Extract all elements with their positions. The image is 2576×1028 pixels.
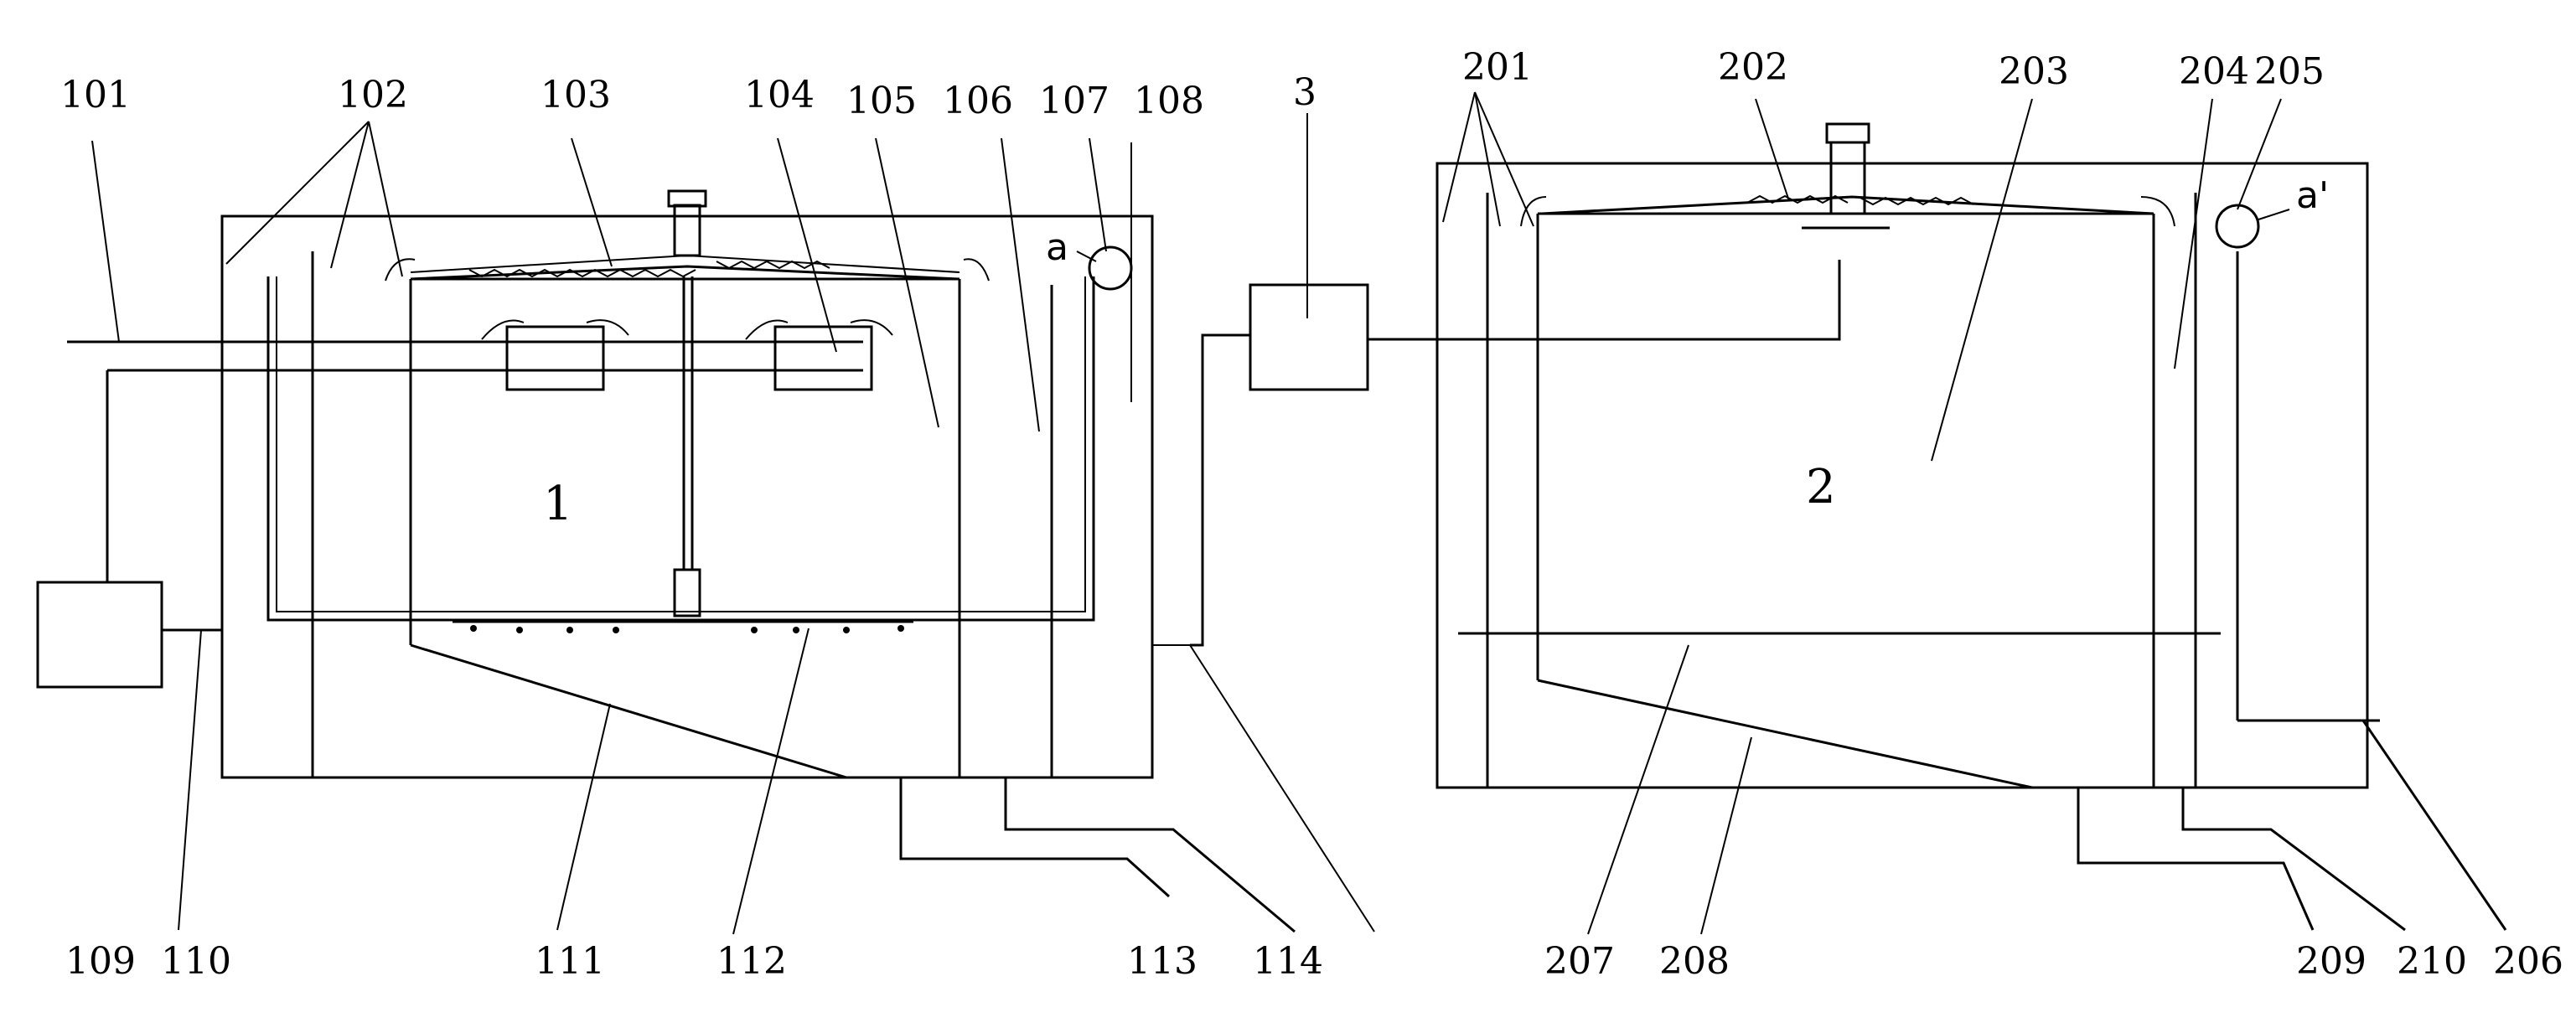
tank-2-label: 2 bbox=[1806, 460, 1836, 514]
outlet-114 bbox=[1004, 777, 1296, 933]
tank-2-assembly bbox=[1435, 91, 2507, 935]
flow-arrow bbox=[1520, 196, 1547, 227]
tank-1-outer-wall bbox=[220, 214, 1154, 779]
label-201: 201 bbox=[1462, 46, 1533, 89]
reference-labels: 101 102 103 104 105 106 107 108 109 110 … bbox=[60, 46, 2563, 983]
tank-1-u-pipe-outer bbox=[266, 276, 1095, 622]
label-3: 3 bbox=[1293, 71, 1316, 114]
label-112: 112 bbox=[716, 940, 787, 983]
tank-2-scraper-bridge bbox=[1541, 195, 2154, 215]
flow-arrow bbox=[385, 258, 416, 282]
label-207: 207 bbox=[1544, 940, 1615, 983]
tank-2-sloped-bottom bbox=[1537, 679, 2033, 789]
label-101: 101 bbox=[60, 74, 131, 116]
label-a-prime: a' bbox=[2296, 174, 2329, 217]
label-105: 105 bbox=[846, 80, 917, 122]
flow-arrow bbox=[963, 258, 990, 282]
label-113: 113 bbox=[1127, 940, 1197, 983]
label-103: 103 bbox=[541, 74, 611, 116]
flow-arrow bbox=[586, 319, 629, 336]
tank-1-assembly bbox=[36, 121, 1375, 935]
truss-right bbox=[716, 260, 830, 270]
label-111: 111 bbox=[535, 940, 605, 983]
label-106: 106 bbox=[943, 80, 1013, 122]
distribution-box-104 bbox=[773, 325, 873, 391]
truss-2-right bbox=[1860, 196, 1974, 206]
tank-1-label: 1 bbox=[543, 477, 573, 531]
label-204: 204 bbox=[2179, 50, 2249, 93]
flow-arrow bbox=[2140, 196, 2175, 227]
flow-arrow bbox=[850, 319, 893, 336]
label-104: 104 bbox=[744, 74, 815, 116]
detail-circle-a-prime bbox=[2215, 204, 2260, 249]
label-206: 206 bbox=[2493, 940, 2563, 983]
box-109 bbox=[36, 581, 163, 689]
unit-3-assembly bbox=[1190, 113, 1841, 647]
flow-arrow bbox=[481, 319, 525, 340]
tank-1-sloped-bottom bbox=[410, 643, 847, 779]
outlet-209 bbox=[2077, 788, 2315, 931]
pipe-to-box-3 bbox=[1190, 333, 1250, 647]
label-102: 102 bbox=[338, 74, 408, 116]
outlet-210 bbox=[2181, 788, 2406, 932]
label-202: 202 bbox=[1718, 46, 1788, 89]
label-109: 109 bbox=[65, 940, 136, 983]
outlet-206 bbox=[2237, 719, 2507, 931]
label-114: 114 bbox=[1253, 940, 1323, 983]
label-108: 108 bbox=[1134, 80, 1204, 122]
label-a: a bbox=[1046, 226, 1068, 269]
label-210: 210 bbox=[2397, 940, 2467, 983]
distribution-box-left bbox=[505, 325, 605, 391]
tank-1-u-pipe-inner bbox=[276, 276, 1086, 612]
label-205: 205 bbox=[2254, 50, 2325, 93]
drive-motor bbox=[673, 204, 701, 257]
flow-arrow bbox=[745, 319, 789, 340]
tank-2-outer-wall bbox=[1435, 162, 2369, 789]
tank-2-drive bbox=[1829, 141, 1866, 215]
tank-2-drive-cap bbox=[1825, 122, 1870, 144]
outlet-113 bbox=[899, 777, 1171, 898]
label-208: 208 bbox=[1659, 940, 1730, 983]
label-209: 209 bbox=[2296, 940, 2367, 983]
truss-left bbox=[468, 268, 696, 278]
label-203: 203 bbox=[1999, 50, 2069, 93]
drive-cap bbox=[667, 189, 707, 208]
label-107: 107 bbox=[1039, 80, 1110, 122]
center-column-base bbox=[673, 568, 701, 617]
pipe-to-tank-2 bbox=[1368, 260, 1841, 341]
detail-circle-a bbox=[1088, 245, 1133, 291]
label-110: 110 bbox=[161, 940, 231, 983]
diffusers bbox=[470, 625, 904, 633]
box-3 bbox=[1249, 283, 1369, 391]
